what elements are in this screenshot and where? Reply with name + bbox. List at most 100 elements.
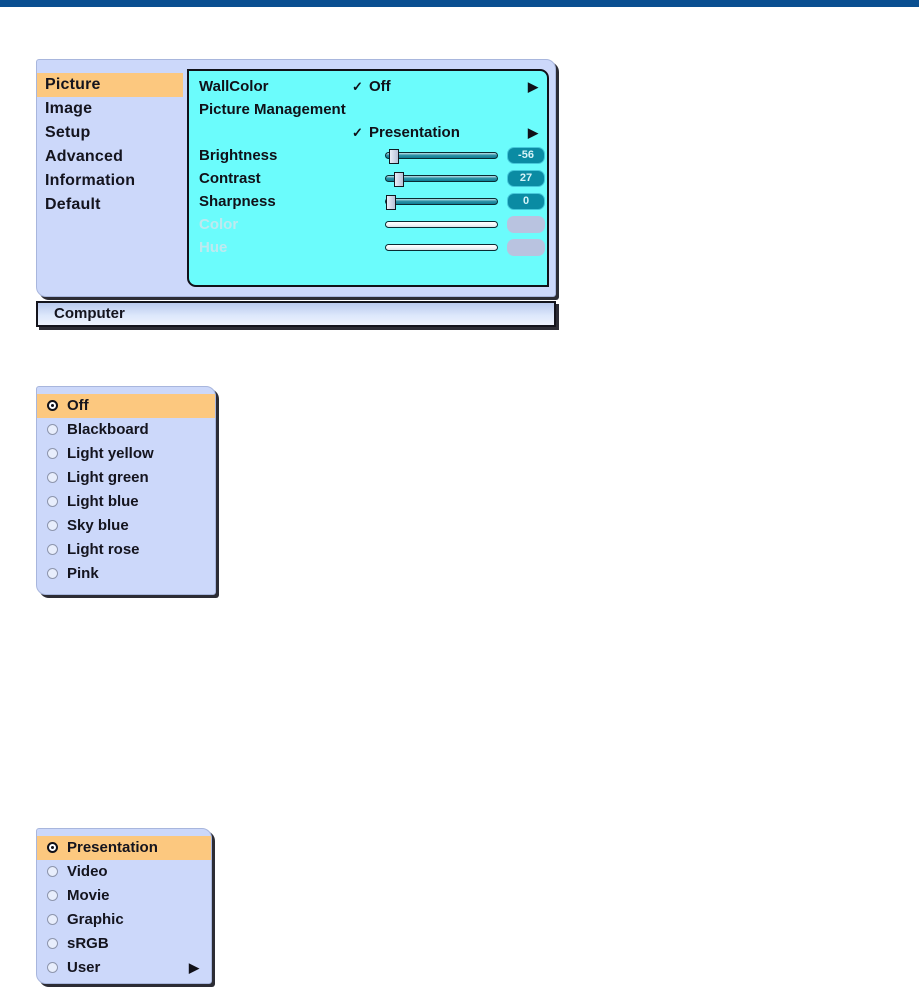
picture-management-option-list: Presentation Video Movie Graphic sRGB Us…	[36, 828, 212, 984]
sidebar-item-default[interactable]: Default	[37, 193, 183, 217]
chevron-right-icon[interactable]: ▶	[189, 960, 199, 975]
row-value: Off	[369, 78, 391, 95]
list-item-label: Off	[67, 397, 89, 414]
list-item[interactable]: Off	[37, 394, 215, 418]
row-label: WallColor	[199, 78, 269, 95]
row-label: Picture Management	[199, 101, 346, 118]
radio-off-icon[interactable]	[47, 889, 58, 901]
list-item-label: Light blue	[67, 493, 139, 510]
list-item[interactable]: Light rose	[37, 538, 215, 562]
row-value: Presentation	[369, 124, 460, 141]
list-item[interactable]: Pink	[37, 562, 215, 586]
list-item-label: Sky blue	[67, 517, 129, 534]
list-item[interactable]: Sky blue	[37, 514, 215, 538]
list-item[interactable]: Movie	[37, 884, 211, 908]
row-picture-management[interactable]: Picture Management	[189, 98, 547, 121]
list-item-label: Pink	[67, 565, 99, 582]
list-item-label: Light green	[67, 469, 149, 486]
radio-off-icon[interactable]	[47, 471, 58, 483]
radio-off-icon[interactable]	[47, 865, 58, 877]
row-label: Contrast	[199, 170, 261, 187]
row-contrast[interactable]: Contrast 27	[189, 167, 547, 190]
source-label: Computer	[54, 305, 125, 322]
menu-sidebar: Picture Image Setup Advanced Information…	[37, 65, 183, 290]
list-item[interactable]: Presentation	[37, 836, 211, 860]
list-item-label: Light yellow	[67, 445, 154, 462]
picture-settings-pane: WallColor ✓ Off ▶ Picture Management ✓ P…	[187, 69, 549, 287]
radio-off-icon[interactable]	[47, 913, 58, 925]
radio-on-icon[interactable]	[47, 399, 58, 411]
color-value	[507, 216, 545, 233]
brightness-slider[interactable]	[385, 149, 498, 164]
list-item-label: Graphic	[67, 911, 124, 928]
sidebar-item-picture[interactable]: Picture	[37, 73, 183, 97]
checkmark-icon: ✓	[352, 79, 363, 94]
contrast-slider[interactable]	[385, 172, 498, 187]
radio-on-icon[interactable]	[47, 841, 58, 853]
slider-knob[interactable]	[386, 195, 397, 210]
osd-main-menu-window: Picture Image Setup Advanced Information…	[36, 59, 556, 297]
row-brightness[interactable]: Brightness -56	[189, 144, 547, 167]
hue-value	[507, 239, 545, 256]
list-item[interactable]: Light blue	[37, 490, 215, 514]
sidebar-item-information[interactable]: Information	[37, 169, 183, 193]
sharpness-slider[interactable]	[385, 195, 498, 210]
list-item[interactable]: Graphic	[37, 908, 211, 932]
sidebar-item-label: Advanced	[45, 148, 124, 165]
chevron-right-icon[interactable]: ▶	[528, 79, 538, 94]
list-item[interactable]: Light green	[37, 466, 215, 490]
list-item[interactable]: Light yellow	[37, 442, 215, 466]
slider-track	[385, 198, 498, 205]
row-label: Hue	[199, 239, 228, 256]
list-item-label: User	[67, 959, 101, 976]
list-item[interactable]: Blackboard	[37, 418, 215, 442]
radio-off-icon[interactable]	[47, 961, 58, 973]
row-label: Color	[199, 216, 239, 233]
checkmark-icon: ✓	[352, 125, 363, 140]
radio-off-icon[interactable]	[47, 543, 58, 555]
sidebar-item-label: Setup	[45, 124, 91, 141]
row-color: Color	[189, 213, 547, 236]
row-label: Sharpness	[199, 193, 276, 210]
menu-body: Picture Image Setup Advanced Information…	[37, 60, 555, 296]
chevron-right-icon[interactable]: ▶	[528, 125, 538, 140]
slider-track	[385, 244, 498, 251]
row-hue: Hue	[189, 236, 547, 259]
source-status-bar: Computer	[36, 301, 556, 327]
sidebar-item-advanced[interactable]: Advanced	[37, 145, 183, 169]
list-item[interactable]: Video	[37, 860, 211, 884]
list-item-label: Video	[67, 863, 108, 880]
slider-knob[interactable]	[389, 149, 400, 164]
list-item-label: Blackboard	[67, 421, 149, 438]
list-item[interactable]: sRGB	[37, 932, 211, 956]
radio-off-icon[interactable]	[47, 937, 58, 949]
sharpness-value: 0	[507, 193, 545, 210]
radio-off-icon[interactable]	[47, 423, 58, 435]
list-item-label: Light rose	[67, 541, 140, 558]
list-item[interactable]: User ▶	[37, 956, 211, 980]
wallcolor-option-list: Off Blackboard Light yellow Light green …	[36, 386, 216, 595]
sidebar-item-image[interactable]: Image	[37, 97, 183, 121]
top-rule-divider	[0, 0, 919, 7]
radio-off-icon[interactable]	[47, 567, 58, 579]
sidebar-item-label: Information	[45, 172, 136, 189]
brightness-value: -56	[507, 147, 545, 164]
slider-track	[385, 175, 498, 182]
sidebar-item-label: Picture	[45, 76, 101, 93]
row-picture-management-value[interactable]: ✓ Presentation ▶	[189, 121, 547, 144]
row-label: Brightness	[199, 147, 278, 164]
radio-off-icon[interactable]	[47, 447, 58, 459]
contrast-value: 27	[507, 170, 545, 187]
list-item-label: Presentation	[67, 839, 158, 856]
row-wallcolor[interactable]: WallColor ✓ Off ▶	[189, 75, 547, 98]
radio-off-icon[interactable]	[47, 495, 58, 507]
row-sharpness[interactable]: Sharpness 0	[189, 190, 547, 213]
sidebar-item-label: Image	[45, 100, 93, 117]
color-slider	[385, 220, 498, 229]
slider-knob[interactable]	[394, 172, 405, 187]
slider-track	[385, 221, 498, 228]
hue-slider	[385, 243, 498, 252]
radio-off-icon[interactable]	[47, 519, 58, 531]
sidebar-item-setup[interactable]: Setup	[37, 121, 183, 145]
sidebar-item-label: Default	[45, 196, 101, 213]
